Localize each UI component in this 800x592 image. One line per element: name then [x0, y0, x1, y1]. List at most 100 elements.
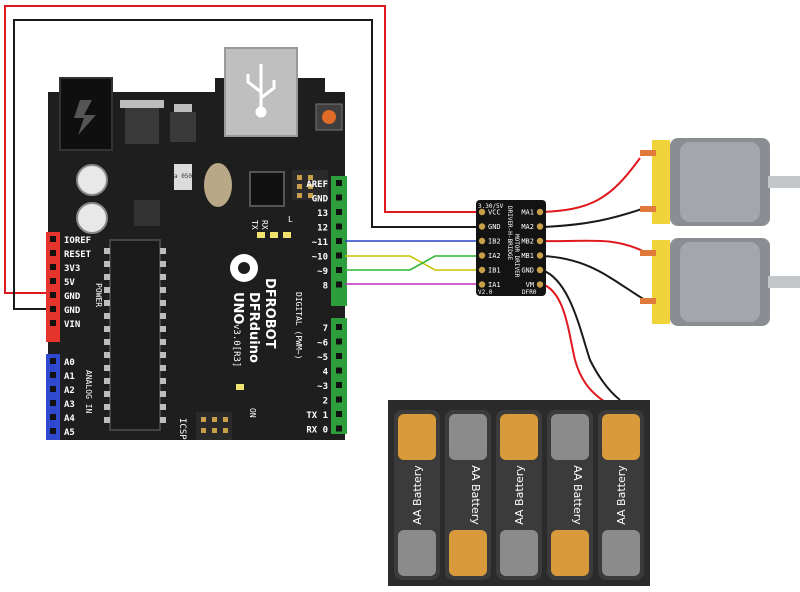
- analog-pin-label: A3: [64, 400, 75, 410]
- driver-pin-right[interactable]: [536, 223, 544, 230]
- driver-pin-left[interactable]: [478, 281, 486, 288]
- power-pin[interactable]: [50, 306, 56, 312]
- driver-pin-label: MA1: [521, 209, 534, 217]
- motor-cap: [652, 140, 670, 224]
- battery-label: AA Battery: [513, 465, 526, 525]
- driver-pin-label: VCC: [488, 209, 501, 217]
- digital-pin-label: ~11: [312, 238, 328, 248]
- digital-pin[interactable]: [336, 367, 342, 374]
- driver-pin-label: GND: [521, 267, 534, 275]
- arduino-board: a 050 ICSP TX RX L ON DFROBOT DFRduino U…: [46, 47, 347, 440]
- mcu-pin: [104, 352, 110, 358]
- driver-pin-right[interactable]: [536, 237, 544, 245]
- battery-label: AA Battery: [571, 465, 584, 525]
- icsp-header: [196, 412, 232, 440]
- driver-pin-right[interactable]: [536, 208, 544, 216]
- signal-wires: [345, 240, 478, 285]
- analog-pin-label: A0: [64, 358, 75, 368]
- mcu-pin: [160, 339, 166, 345]
- digital-pin[interactable]: [336, 382, 342, 388]
- battery-label: AA Battery: [469, 465, 482, 525]
- power-pin[interactable]: [50, 278, 56, 284]
- driver-pin-left[interactable]: [478, 223, 486, 230]
- digital-pin[interactable]: [336, 267, 342, 273]
- chip-label: a 050: [174, 173, 192, 180]
- driver-pin-right[interactable]: [536, 266, 544, 274]
- analog-pin[interactable]: [50, 428, 56, 434]
- digital-pin[interactable]: [336, 411, 342, 417]
- driver-pin-label: IB2: [488, 238, 501, 246]
- digital-pin[interactable]: [336, 238, 342, 244]
- wire-ma2: [541, 207, 646, 228]
- digital-pin-label: 13: [317, 209, 328, 219]
- power-pin[interactable]: [50, 292, 56, 298]
- power-pin[interactable]: [50, 236, 56, 242]
- wire-gnd-battery: [541, 269, 621, 401]
- mcu-pin: [160, 404, 166, 410]
- analog-pin[interactable]: [50, 386, 56, 392]
- motor-shaft: [768, 176, 800, 188]
- digital-pin[interactable]: [336, 252, 342, 259]
- mcu-pin: [160, 248, 166, 254]
- label-on: ON: [248, 408, 257, 418]
- led-rx: [270, 232, 278, 238]
- mcu-pin: [160, 287, 166, 293]
- driver-version: V2.0: [478, 289, 493, 296]
- label-tx: TX: [250, 220, 259, 230]
- driver-pin-left[interactable]: [478, 266, 486, 274]
- mcu-pin: [104, 404, 110, 410]
- driver-pin-right[interactable]: [536, 252, 544, 259]
- mcu-pin: [104, 248, 110, 254]
- driver-pin-label: IA2: [488, 252, 501, 260]
- icsp-pin: [297, 193, 302, 198]
- digital-pin[interactable]: [336, 396, 342, 403]
- battery-cells: AA Battery AA Battery AA Battery AA Battery…: [394, 410, 644, 580]
- driver-pin-right[interactable]: [536, 281, 544, 288]
- digital-pin-label: ~3: [317, 382, 328, 392]
- digital-pin-label: 7: [323, 324, 328, 334]
- analog-pin[interactable]: [50, 372, 56, 378]
- battery-cap: [500, 414, 538, 460]
- digital-pin-label: ~9: [317, 267, 328, 277]
- driver-pin-label: VM: [526, 281, 534, 289]
- digital-pin-label: AREF: [306, 180, 328, 190]
- mcu-pin: [160, 300, 166, 306]
- analog-pin[interactable]: [50, 414, 56, 420]
- power-pin[interactable]: [50, 264, 56, 270]
- digital-pin[interactable]: [336, 353, 342, 359]
- driver-pin-label: MB2: [521, 238, 534, 246]
- motor-driver: 3.30/5V DRIVER-H-BRIDGE MOTOR DRIVER VCC…: [476, 200, 546, 296]
- driver-pin-left[interactable]: [478, 208, 486, 216]
- power-header: [46, 232, 60, 342]
- battery-base: [602, 530, 640, 576]
- dc-jack: [59, 77, 113, 151]
- digital-pin-label: 4: [323, 368, 329, 378]
- power-pin-label: RESET: [64, 250, 92, 260]
- mcu-pin: [160, 391, 166, 397]
- power-pin[interactable]: [50, 320, 56, 326]
- digital-pin[interactable]: [336, 281, 342, 288]
- driver-pcb: [476, 200, 546, 296]
- power-pin[interactable]: [50, 250, 56, 256]
- driver-pin-left[interactable]: [478, 252, 486, 259]
- digital-pin[interactable]: [336, 209, 342, 215]
- driver-pin-left[interactable]: [478, 237, 486, 245]
- driver-side-label: DRIVER-H-BRIDGE: [506, 206, 513, 261]
- mcu-pins: [104, 248, 166, 423]
- digital-pin-label: ~6: [317, 339, 328, 349]
- battery-cap: [602, 414, 640, 460]
- battery-label: AA Battery: [411, 465, 424, 525]
- digital-label: DIGITAL (PWM~): [294, 292, 303, 359]
- digital-pin[interactable]: [336, 180, 342, 186]
- analog-pin[interactable]: [50, 358, 56, 364]
- digital-pin[interactable]: [336, 194, 342, 201]
- analog-pin[interactable]: [50, 400, 56, 406]
- digital-pin[interactable]: [336, 324, 342, 330]
- mcu-pin: [104, 417, 110, 423]
- digital-pin[interactable]: [336, 338, 342, 345]
- digital-pin[interactable]: [336, 425, 342, 432]
- digital-pin[interactable]: [336, 223, 342, 230]
- mcu-pin: [104, 326, 110, 332]
